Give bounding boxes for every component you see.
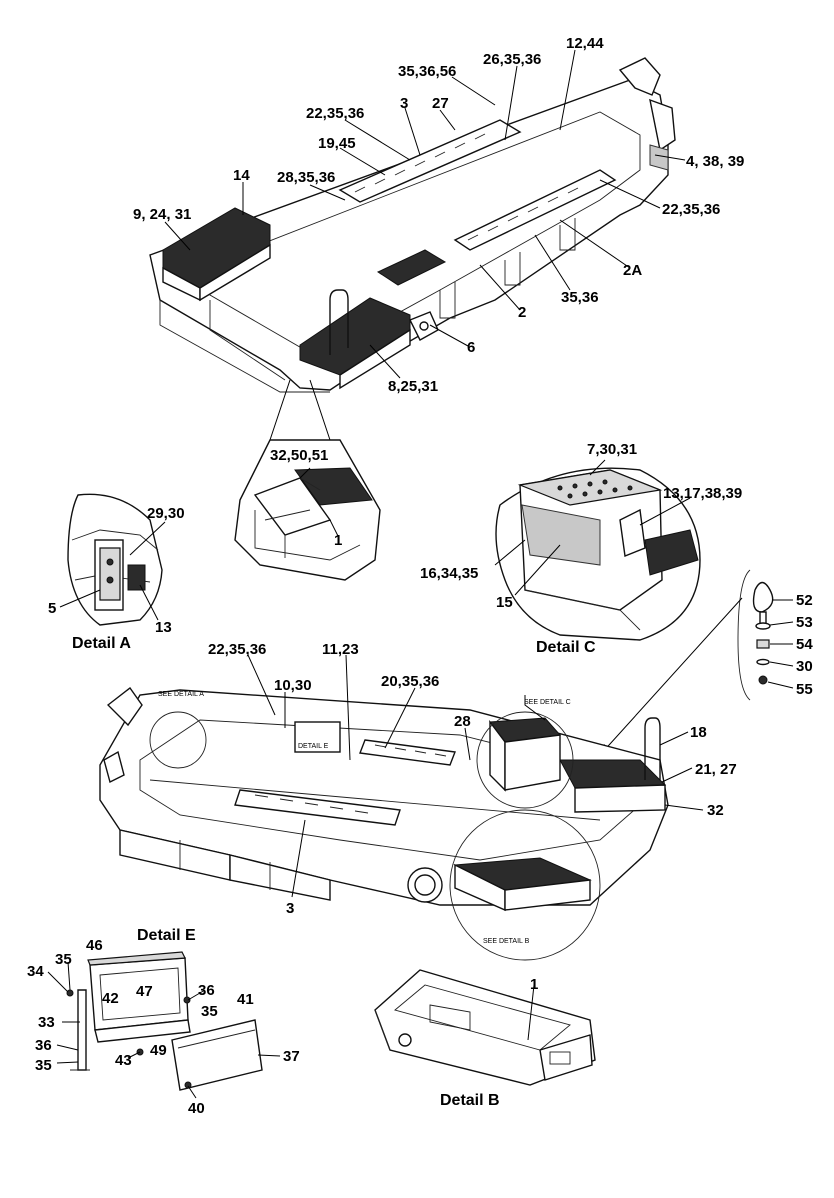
callout-54: 54 <box>796 636 813 653</box>
callout-28: 28 <box>454 713 471 730</box>
detail-c-title: Detail C <box>536 639 596 656</box>
callout-11-23: 11,23 <box>322 641 359 658</box>
callout-41: 41 <box>237 991 254 1008</box>
callout-15: 15 <box>496 594 513 611</box>
callout-55: 55 <box>796 681 813 698</box>
callout-14: 14 <box>233 167 250 184</box>
callout-35-e1: 35 <box>55 951 72 968</box>
see-detail-c-note: SEE DETAIL C <box>524 699 571 706</box>
see-detail-b-note: SEE DETAIL B <box>483 938 530 945</box>
callout-21-27: 21, 27 <box>695 761 737 778</box>
callout-4-38-39: 4, 38, 39 <box>686 153 744 170</box>
callout-29-30: 29,30 <box>147 505 185 522</box>
callout-40: 40 <box>188 1100 205 1117</box>
callout-26-35-36: 26,35,36 <box>483 51 541 68</box>
callout-22-35-36-b: 22,35,36 <box>662 201 720 218</box>
callout-7-30-31: 7,30,31 <box>587 441 637 458</box>
callout-36-e2: 36 <box>35 1037 52 1054</box>
fastener-stack <box>737 569 774 701</box>
callout-19-45: 19,45 <box>318 135 356 152</box>
callout-3-bottom: 3 <box>286 900 294 917</box>
slotted-rail-upper <box>338 119 522 203</box>
callout-27-top: 27 <box>432 95 449 112</box>
callout-35-36: 35,36 <box>561 289 599 306</box>
top-frame-assembly <box>149 57 676 393</box>
callout-35-e2: 35 <box>201 1003 218 1020</box>
callout-37: 37 <box>283 1048 300 1065</box>
see-detail-c-circle <box>476 711 574 809</box>
callout-2A: 2A <box>623 262 642 279</box>
callout-32-50-51: 32,50,51 <box>270 447 328 464</box>
callout-9-24-31: 9, 24, 31 <box>133 206 191 223</box>
callout-53: 53 <box>796 614 813 631</box>
callout-20-35-36: 20,35,36 <box>381 673 439 690</box>
callout-52: 52 <box>796 592 813 609</box>
bottom-frame-assembly <box>99 686 669 912</box>
callout-3-top: 3 <box>400 95 408 112</box>
callout-33: 33 <box>38 1014 55 1031</box>
callout-12-44: 12,44 <box>566 35 604 52</box>
callout-13-17-38-39: 13,17,38,39 <box>663 485 742 502</box>
callout-18: 18 <box>690 724 707 741</box>
see-detail-a-circle <box>149 711 207 769</box>
callout-28-35-36: 28,35,36 <box>277 169 335 186</box>
detail-e <box>66 951 263 1091</box>
bottom-slotted-rail <box>234 739 456 826</box>
callout-42: 42 <box>102 990 119 1007</box>
callout-1-zoom: 1 <box>334 532 342 549</box>
callout-1-detailb: 1 <box>530 976 538 993</box>
callout-47: 47 <box>136 983 153 1000</box>
callout-16-34-35: 16,34,35 <box>420 565 478 582</box>
detail-e-tag-note: DETAIL E <box>298 743 329 750</box>
callout-35-e3: 35 <box>35 1057 52 1074</box>
detail-a <box>67 493 163 626</box>
callout-22-35-36-c: 22,35,36 <box>208 641 266 658</box>
callout-6: 6 <box>467 339 475 356</box>
detail-c <box>495 467 701 641</box>
callout-13-a: 13 <box>155 619 172 636</box>
callout-30-right: 30 <box>796 658 813 675</box>
see-detail-notes: SEE DETAIL A SEE DETAIL C SEE DETAIL B D… <box>158 691 571 945</box>
leader-lines <box>47 49 794 1099</box>
callout-36-e1: 36 <box>198 982 215 999</box>
callout-49: 49 <box>150 1042 167 1059</box>
detail-b-title: Detail B <box>440 1092 500 1109</box>
callout-2: 2 <box>518 304 526 321</box>
callout-35-36-56: 35,36,56 <box>398 63 456 80</box>
detail-c-tread-holes <box>557 479 633 499</box>
see-detail-a-note: SEE DETAIL A <box>158 691 204 698</box>
callout-43: 43 <box>115 1052 132 1069</box>
detail-e-title: Detail E <box>137 927 196 944</box>
zoom-view-32-50-51 <box>234 439 381 581</box>
callout-32: 32 <box>707 802 724 819</box>
callout-8-25-31: 8,25,31 <box>388 378 438 395</box>
callout-labels: 35,36,56 26,35,36 12,44 3 27 22,35,36 19… <box>27 35 813 1117</box>
callout-46: 46 <box>86 937 103 954</box>
slotted-rail-lower <box>453 169 617 251</box>
detail-a-title: Detail A <box>72 635 131 652</box>
callout-22-35-36-a: 22,35,36 <box>306 105 364 122</box>
callout-5: 5 <box>48 600 56 617</box>
callout-10-30: 10,30 <box>274 677 312 694</box>
callout-34: 34 <box>27 963 44 980</box>
detail-b <box>374 969 596 1086</box>
see-detail-b-circle <box>449 809 601 961</box>
